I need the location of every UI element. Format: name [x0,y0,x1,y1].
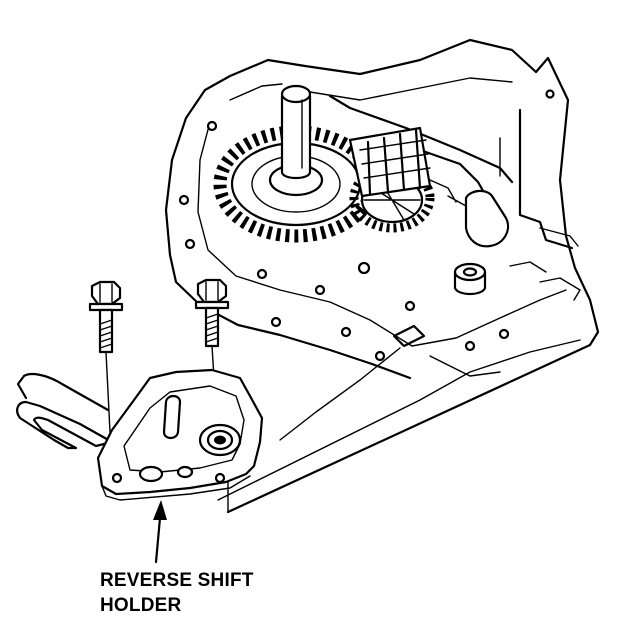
mounting-bolt-left [88,280,124,473]
reverse-shift-holder-label: REVERSE SHIFT HOLDER [100,568,254,618]
reverse-shift-holder [16,368,264,501]
gear-assembly [213,84,435,243]
mounting-bolt-right [194,278,230,475]
label-line-1: REVERSE SHIFT [100,570,254,591]
shift-linkage [328,94,514,296]
label-line-2: HOLDER [100,595,182,616]
callout-leader-arrow [153,500,167,564]
